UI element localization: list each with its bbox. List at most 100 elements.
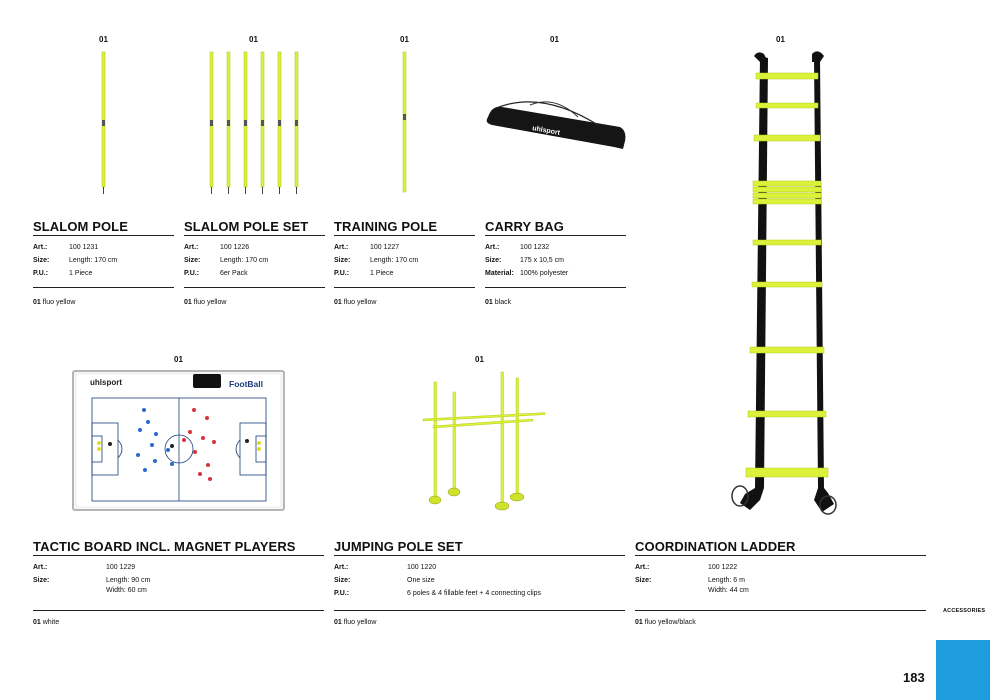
spec-value: 100 1227 bbox=[370, 244, 400, 251]
divider bbox=[334, 610, 625, 611]
product-title: JUMPING POLE SET bbox=[334, 539, 463, 554]
spec-value: 100 1220 bbox=[407, 564, 437, 571]
color-name: fluo yellow/black bbox=[644, 619, 696, 626]
spec-list: Art.: 100 1222 Size: Length: 6 m Width: … bbox=[635, 564, 926, 604]
color-name: fluo yellow bbox=[193, 299, 227, 306]
spec-label: Size: bbox=[485, 257, 502, 264]
color-name: fluo yellow bbox=[343, 299, 377, 306]
spec-label: Art.: bbox=[334, 244, 349, 251]
spec-value: 100 1229 bbox=[106, 564, 136, 571]
spec-label: P.U.: bbox=[184, 270, 200, 277]
coordination-ladder-image bbox=[731, 51, 837, 515]
divider bbox=[33, 235, 174, 236]
spec-list: Art.: 100 1231 Size: Length: 170 cm P.U.… bbox=[33, 244, 174, 284]
color-variant: 01 black bbox=[485, 299, 511, 306]
product-title: TRAINING POLE bbox=[334, 219, 438, 234]
tactic-board-image: uhlsport FootBall bbox=[72, 370, 285, 511]
variant-number: 01 bbox=[174, 355, 183, 364]
spec-value: 100 1226 bbox=[220, 244, 250, 251]
spec-label: Size: bbox=[334, 577, 351, 584]
spec-value: Length: 90 cm bbox=[106, 577, 151, 584]
spec-list: Art.: 100 1220 Size: One size P.U.: 6 po… bbox=[334, 564, 625, 604]
slalom-pole-image bbox=[101, 51, 106, 194]
carry-bag-image: uhlsport bbox=[486, 101, 626, 149]
divider bbox=[334, 555, 625, 556]
color-variant: 01 fluo yellow bbox=[334, 619, 376, 626]
spec-value: 100 1232 bbox=[520, 244, 550, 251]
color-code: 01 bbox=[334, 619, 342, 626]
spec-list: Art.: 100 1232 Size: 175 x 10,5 cm Mater… bbox=[485, 244, 626, 284]
variant-number: 01 bbox=[776, 35, 785, 44]
spec-value: 6 poles & 4 fillable feet + 4 connecting… bbox=[407, 590, 542, 597]
variant-number: 01 bbox=[249, 35, 258, 44]
color-code: 01 bbox=[485, 299, 493, 306]
board-label: FootBall bbox=[229, 379, 263, 389]
section-label: ACCESSORIES bbox=[943, 608, 986, 614]
spec-label: Size: bbox=[635, 577, 652, 584]
spec-label: Size: bbox=[334, 257, 351, 264]
spec-label: P.U.: bbox=[33, 270, 49, 277]
variant-number: 01 bbox=[99, 35, 108, 44]
spec-label: Art.: bbox=[334, 564, 349, 571]
spec-list: Art.: 100 1226 Size: Length: 170 cm P.U.… bbox=[184, 244, 325, 284]
spec-list: Art.: 100 1229 Size: Length: 90 cm Width… bbox=[33, 564, 324, 604]
color-code: 01 bbox=[334, 299, 342, 306]
spec-value: 100 1222 bbox=[708, 564, 738, 571]
divider bbox=[635, 555, 926, 556]
product-title: CARRY BAG bbox=[485, 219, 564, 234]
spec-value: Width: 44 cm bbox=[708, 587, 749, 594]
spec-label: Art.: bbox=[635, 564, 650, 571]
spec-value: Length: 170 cm bbox=[370, 257, 419, 264]
spec-label: Size: bbox=[33, 577, 50, 584]
training-pole-image bbox=[402, 51, 407, 193]
divider bbox=[485, 235, 626, 236]
color-variant: 01 fluo yellow bbox=[184, 299, 226, 306]
divider bbox=[485, 287, 626, 288]
product-title: SLALOM POLE bbox=[33, 219, 128, 234]
color-variant: 01 white bbox=[33, 619, 59, 626]
brand-logo-text: uhlsport bbox=[532, 125, 561, 137]
spec-label: P.U.: bbox=[334, 590, 350, 597]
spec-value: Length: 170 cm bbox=[69, 257, 118, 264]
divider bbox=[33, 610, 324, 611]
product-title: COORDINATION LADDER bbox=[635, 539, 796, 554]
spec-value: 100 1231 bbox=[69, 244, 99, 251]
jumping-pole-set-image bbox=[422, 371, 546, 511]
spec-label: Size: bbox=[33, 257, 50, 264]
spec-label: Size: bbox=[184, 257, 201, 264]
spec-label: Art.: bbox=[184, 244, 199, 251]
divider bbox=[334, 235, 475, 236]
divider bbox=[33, 555, 324, 556]
brand-logo-text: uhlsport bbox=[90, 378, 122, 387]
spec-value: 175 x 10,5 cm bbox=[520, 257, 564, 264]
color-code: 01 bbox=[635, 619, 643, 626]
page-tab bbox=[936, 640, 990, 700]
color-name: fluo yellow bbox=[42, 299, 76, 306]
product-title: SLALOM POLE SET bbox=[184, 219, 309, 234]
color-code: 01 bbox=[184, 299, 192, 306]
divider bbox=[33, 287, 174, 288]
spec-label: Material: bbox=[485, 270, 514, 277]
spec-label: Art.: bbox=[33, 244, 48, 251]
spec-value: Width: 60 cm bbox=[106, 587, 147, 594]
divider bbox=[184, 235, 325, 236]
variant-number: 01 bbox=[400, 35, 409, 44]
spec-value: 1 Piece bbox=[69, 270, 93, 277]
spec-list: Art.: 100 1227 Size: Length: 170 cm P.U.… bbox=[334, 244, 475, 284]
color-variant: 01 fluo yellow bbox=[33, 299, 75, 306]
spec-label: Art.: bbox=[485, 244, 500, 251]
spec-value: 100% polyester bbox=[520, 270, 569, 277]
spec-value: One size bbox=[407, 577, 435, 584]
spec-value: 6er Pack bbox=[220, 270, 248, 277]
color-code: 01 bbox=[33, 299, 41, 306]
page-number: 183 bbox=[903, 670, 925, 685]
color-code: 01 bbox=[33, 619, 41, 626]
variant-number: 01 bbox=[475, 355, 484, 364]
spec-value: Length: 6 m bbox=[708, 577, 745, 584]
color-name: black bbox=[494, 299, 512, 306]
divider bbox=[635, 610, 926, 611]
color-name: fluo yellow bbox=[343, 619, 377, 626]
spec-label: Art.: bbox=[33, 564, 48, 571]
color-name: white bbox=[42, 619, 60, 626]
product-title: TACTIC BOARD INCL. MAGNET PLAYERS bbox=[33, 539, 296, 554]
